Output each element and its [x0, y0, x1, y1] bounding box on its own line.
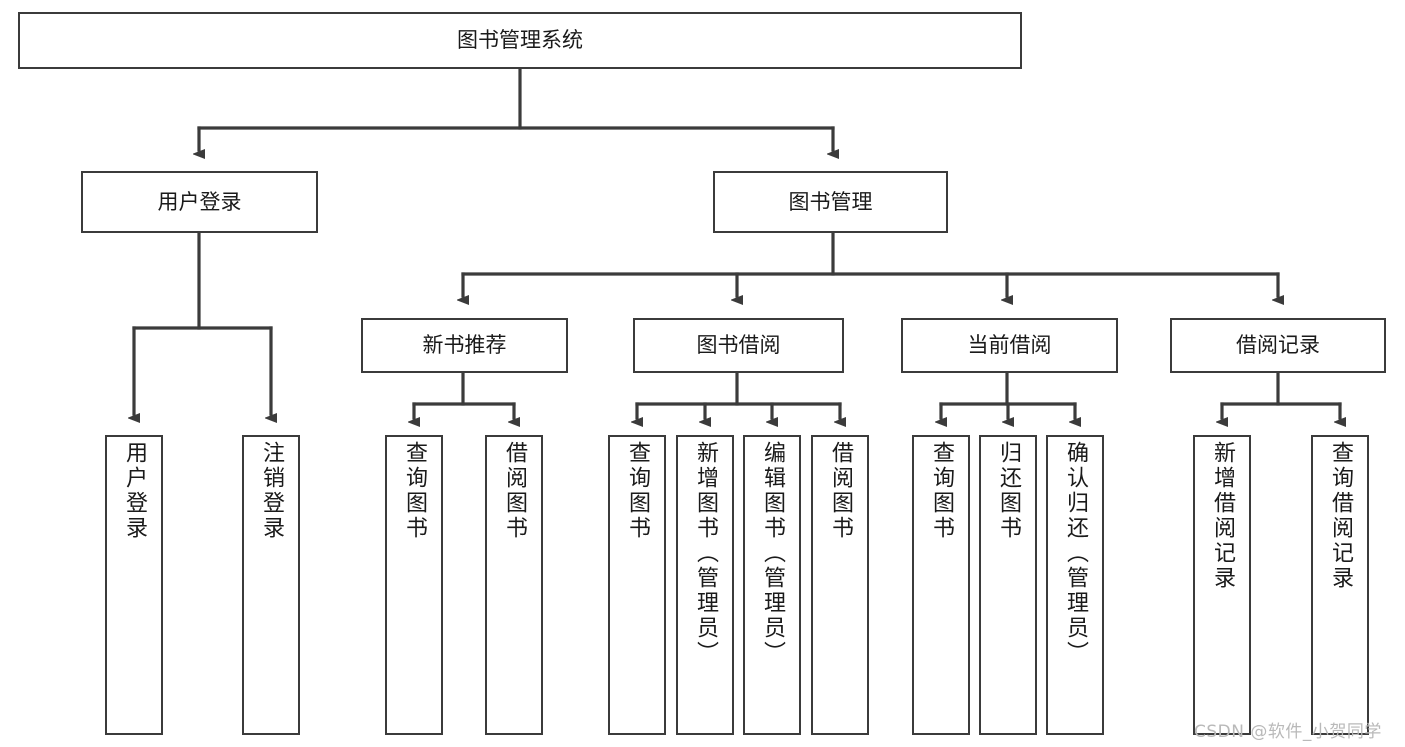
node-leaf-query-book-1[interactable]: 查询图书 [385, 435, 443, 735]
node-leaf-confirm-return-label: 确认归还（管理员） [1063, 441, 1088, 666]
node-leaf-borrow-book-1[interactable]: 借阅图书 [485, 435, 543, 735]
node-new-book-rec[interactable]: 新书推荐 [361, 318, 568, 373]
node-root-label: 图书管理系统 [457, 28, 583, 53]
node-user-login-label: 用户登录 [157, 189, 242, 214]
node-leaf-add-record[interactable]: 新增借阅记录 [1193, 435, 1251, 735]
node-leaf-query-book-3[interactable]: 查询图书 [912, 435, 970, 735]
node-leaf-query-book-2-label: 查询图书 [625, 441, 650, 541]
node-leaf-user-login-label: 用户登录 [122, 441, 147, 541]
node-current-borrow-label: 当前借阅 [967, 333, 1052, 358]
node-leaf-logout-label: 注销登录 [259, 441, 284, 541]
node-new-book-rec-label: 新书推荐 [422, 333, 507, 358]
node-leaf-borrow-book-2-label: 借阅图书 [828, 441, 853, 541]
watermark: CSDN @软件_小贺同学 [1194, 722, 1382, 742]
node-leaf-return-book-label: 归还图书 [996, 441, 1021, 541]
node-leaf-query-book-1-label: 查询图书 [402, 441, 427, 541]
node-leaf-borrow-book-2[interactable]: 借阅图书 [811, 435, 869, 735]
node-leaf-add-book[interactable]: 新增图书（管理员） [676, 435, 734, 735]
node-book-manage[interactable]: 图书管理 [713, 171, 948, 233]
node-user-login[interactable]: 用户登录 [81, 171, 318, 233]
node-leaf-borrow-book-1-label: 借阅图书 [502, 441, 527, 541]
node-borrow-record-label: 借阅记录 [1236, 333, 1320, 358]
node-leaf-query-book-3-label: 查询图书 [929, 441, 954, 541]
node-leaf-logout[interactable]: 注销登录 [242, 435, 300, 735]
node-leaf-user-login[interactable]: 用户登录 [105, 435, 163, 735]
node-current-borrow[interactable]: 当前借阅 [901, 318, 1118, 373]
node-borrow-record[interactable]: 借阅记录 [1170, 318, 1386, 373]
node-book-borrow[interactable]: 图书借阅 [633, 318, 844, 373]
node-leaf-query-record-label: 查询借阅记录 [1328, 441, 1353, 591]
node-leaf-return-book[interactable]: 归还图书 [979, 435, 1037, 735]
node-leaf-add-record-label: 新增借阅记录 [1210, 441, 1235, 591]
node-leaf-query-record[interactable]: 查询借阅记录 [1311, 435, 1369, 735]
node-book-borrow-label: 图书借阅 [696, 333, 781, 358]
node-book-manage-label: 图书管理 [788, 189, 873, 214]
node-root[interactable]: 图书管理系统 [18, 12, 1022, 69]
node-leaf-edit-book-label: 编辑图书（管理员） [760, 441, 785, 666]
node-leaf-edit-book[interactable]: 编辑图书（管理员） [743, 435, 801, 735]
node-leaf-add-book-label: 新增图书（管理员） [693, 441, 718, 666]
node-leaf-query-book-2[interactable]: 查询图书 [608, 435, 666, 735]
node-leaf-confirm-return[interactable]: 确认归还（管理员） [1046, 435, 1104, 735]
